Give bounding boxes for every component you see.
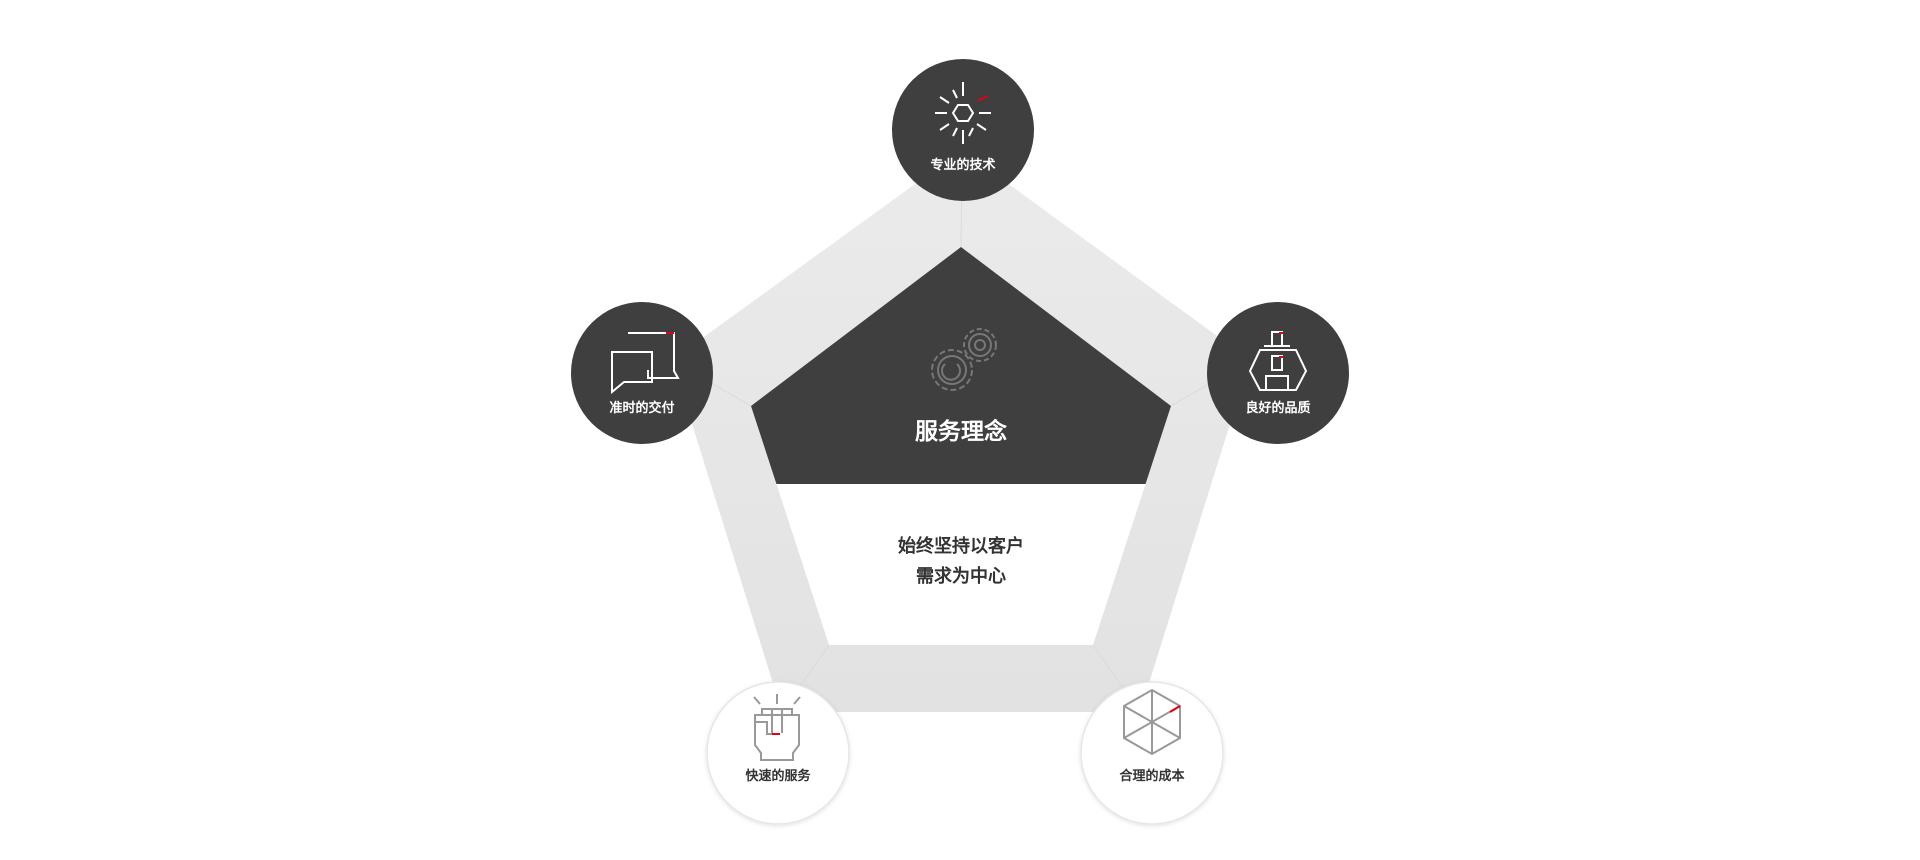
center-subtitle: 始终坚持以客户 需求为中心	[811, 532, 1111, 592]
center-subtitle-line2: 需求为中心	[916, 566, 1006, 587]
node-top[interactable]	[892, 59, 1034, 201]
quality-badge-icon	[1248, 331, 1308, 391]
node-left[interactable]	[571, 302, 713, 444]
node-label-right: 良好的品质	[1245, 401, 1311, 416]
node-label-bottom-left: 快速的服务	[745, 769, 811, 784]
center-title: 服务理念	[915, 419, 1007, 445]
node-bottom-right[interactable]	[1080, 681, 1224, 825]
node-right[interactable]	[1207, 302, 1349, 444]
fist-icon	[753, 694, 801, 761]
chat-bubbles-icon	[611, 332, 680, 395]
sparkle-icon	[935, 82, 991, 144]
node-bottom-left[interactable]	[706, 681, 850, 825]
gears-icon	[931, 328, 997, 391]
node-label-left: 准时的交付	[609, 401, 675, 416]
node-label-top: 专业的技术	[930, 158, 996, 173]
center-subtitle-line1: 始终坚持以客户	[898, 536, 1024, 557]
cube-icon	[1123, 688, 1181, 756]
node-label-bottom-right: 合理的成本	[1119, 769, 1185, 784]
